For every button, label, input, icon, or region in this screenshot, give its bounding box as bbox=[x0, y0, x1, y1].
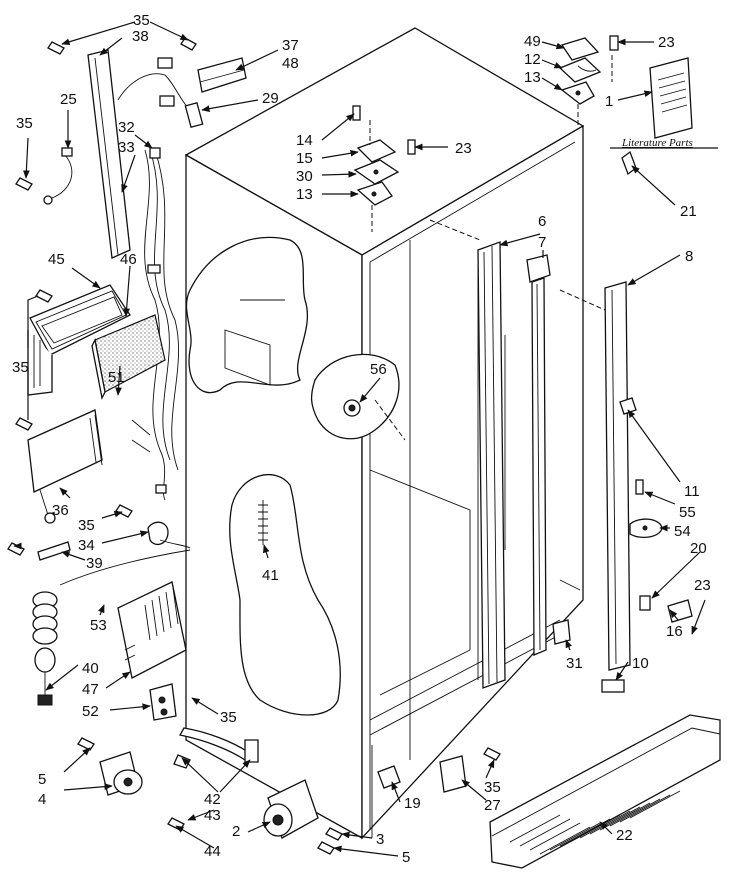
leader-lines bbox=[13, 21, 718, 857]
part-34-clip bbox=[147, 521, 191, 549]
part-label: 6 bbox=[538, 213, 546, 230]
part-label: 4 bbox=[38, 791, 46, 808]
screw-icon bbox=[7, 37, 197, 556]
part-label: 35 bbox=[133, 12, 150, 29]
part-label: 35 bbox=[220, 709, 237, 726]
part-22-grille bbox=[489, 714, 721, 869]
part-label: 22 bbox=[616, 827, 633, 844]
part-39-strip bbox=[37, 541, 71, 561]
literature-parts-label: Literature Parts bbox=[621, 137, 693, 149]
hinge-parts-top bbox=[558, 35, 619, 128]
part-label: 53 bbox=[90, 617, 107, 634]
part-label: 41 bbox=[262, 567, 279, 584]
part-2-roller bbox=[263, 779, 343, 855]
cutaway-lower bbox=[229, 474, 341, 716]
part-label: 27 bbox=[484, 797, 501, 814]
part-label: 1 bbox=[605, 93, 613, 110]
part-label: 56 bbox=[370, 361, 387, 378]
part-label: 48 bbox=[282, 55, 299, 72]
part-7-strip bbox=[526, 254, 551, 656]
part-label: 2 bbox=[232, 823, 240, 840]
part-label: 43 bbox=[204, 807, 221, 824]
part-label: 13 bbox=[524, 69, 541, 86]
part-46-foam bbox=[91, 314, 166, 401]
part-label: 7 bbox=[538, 234, 546, 251]
part-label: 42 bbox=[204, 791, 221, 808]
dashed-assembly-lines bbox=[374, 219, 606, 441]
part-label: 14 bbox=[296, 132, 313, 149]
part-32-harness bbox=[131, 147, 179, 501]
part-label: 13 bbox=[296, 186, 313, 203]
part-label: 38 bbox=[132, 28, 149, 45]
part-6-seal bbox=[477, 241, 506, 689]
part-label: 32 bbox=[118, 119, 135, 136]
part-31-clip bbox=[552, 619, 571, 645]
literature-book bbox=[649, 57, 693, 139]
part-label: 39 bbox=[86, 555, 103, 572]
part-label: 40 bbox=[82, 660, 99, 677]
part-29-harness bbox=[117, 57, 204, 128]
part-label: 49 bbox=[524, 33, 541, 50]
part-label: 8 bbox=[685, 248, 693, 265]
part-label: 23 bbox=[455, 140, 472, 157]
part-label: 23 bbox=[658, 34, 675, 51]
part-label: 47 bbox=[82, 681, 99, 698]
cutaway-middle bbox=[310, 353, 400, 440]
part-label: 35 bbox=[16, 115, 33, 132]
part-47-bracket bbox=[117, 581, 187, 679]
part-label: 30 bbox=[296, 168, 313, 185]
part-label: 5 bbox=[402, 849, 410, 866]
part-40-tubing bbox=[32, 549, 191, 706]
part-label: 12 bbox=[524, 51, 541, 68]
part-label: 3 bbox=[376, 831, 384, 848]
part-37-bracket bbox=[197, 57, 247, 93]
part-label: 45 bbox=[48, 251, 65, 268]
part-label: 51 bbox=[108, 369, 125, 386]
part-label: 36 bbox=[52, 502, 69, 519]
part-label: 54 bbox=[674, 523, 691, 540]
part-label: 20 bbox=[690, 540, 707, 557]
part-label: 44 bbox=[204, 843, 221, 860]
part-label: 46 bbox=[120, 251, 137, 268]
part-label: 23 bbox=[694, 577, 711, 594]
part-45-coil bbox=[27, 284, 131, 396]
part-label: 15 bbox=[296, 150, 313, 167]
part-label: 33 bbox=[118, 139, 135, 156]
part-label: 55 bbox=[679, 504, 696, 521]
part-label: 10 bbox=[632, 655, 649, 672]
part-label: 35 bbox=[12, 359, 29, 376]
part-label: 11 bbox=[684, 483, 700, 500]
part-number-labels: 35 38 37 48 29 25 35 32 33 49 12 13 23 1… bbox=[12, 12, 711, 866]
part-36-panel bbox=[27, 409, 103, 524]
part-21-clip bbox=[621, 150, 637, 176]
hinge-parts-middle bbox=[352, 105, 416, 232]
part-label: 35 bbox=[484, 779, 501, 796]
cutaway-upper bbox=[185, 236, 309, 394]
part-label: 19 bbox=[404, 795, 421, 812]
part-label: 21 bbox=[680, 203, 697, 220]
part-label: 34 bbox=[78, 537, 95, 554]
part-label: 5 bbox=[38, 771, 46, 788]
part-label: 37 bbox=[282, 37, 299, 54]
part-label: 25 bbox=[60, 91, 77, 108]
part-label: 52 bbox=[82, 703, 99, 720]
part-8-strip bbox=[604, 281, 631, 671]
part-label: 35 bbox=[78, 517, 95, 534]
part-25-wire bbox=[43, 147, 73, 205]
part-label: 29 bbox=[262, 90, 279, 107]
part-label: 31 bbox=[566, 655, 583, 672]
part-52-bracket bbox=[149, 683, 177, 721]
part-label: 16 bbox=[666, 623, 683, 640]
